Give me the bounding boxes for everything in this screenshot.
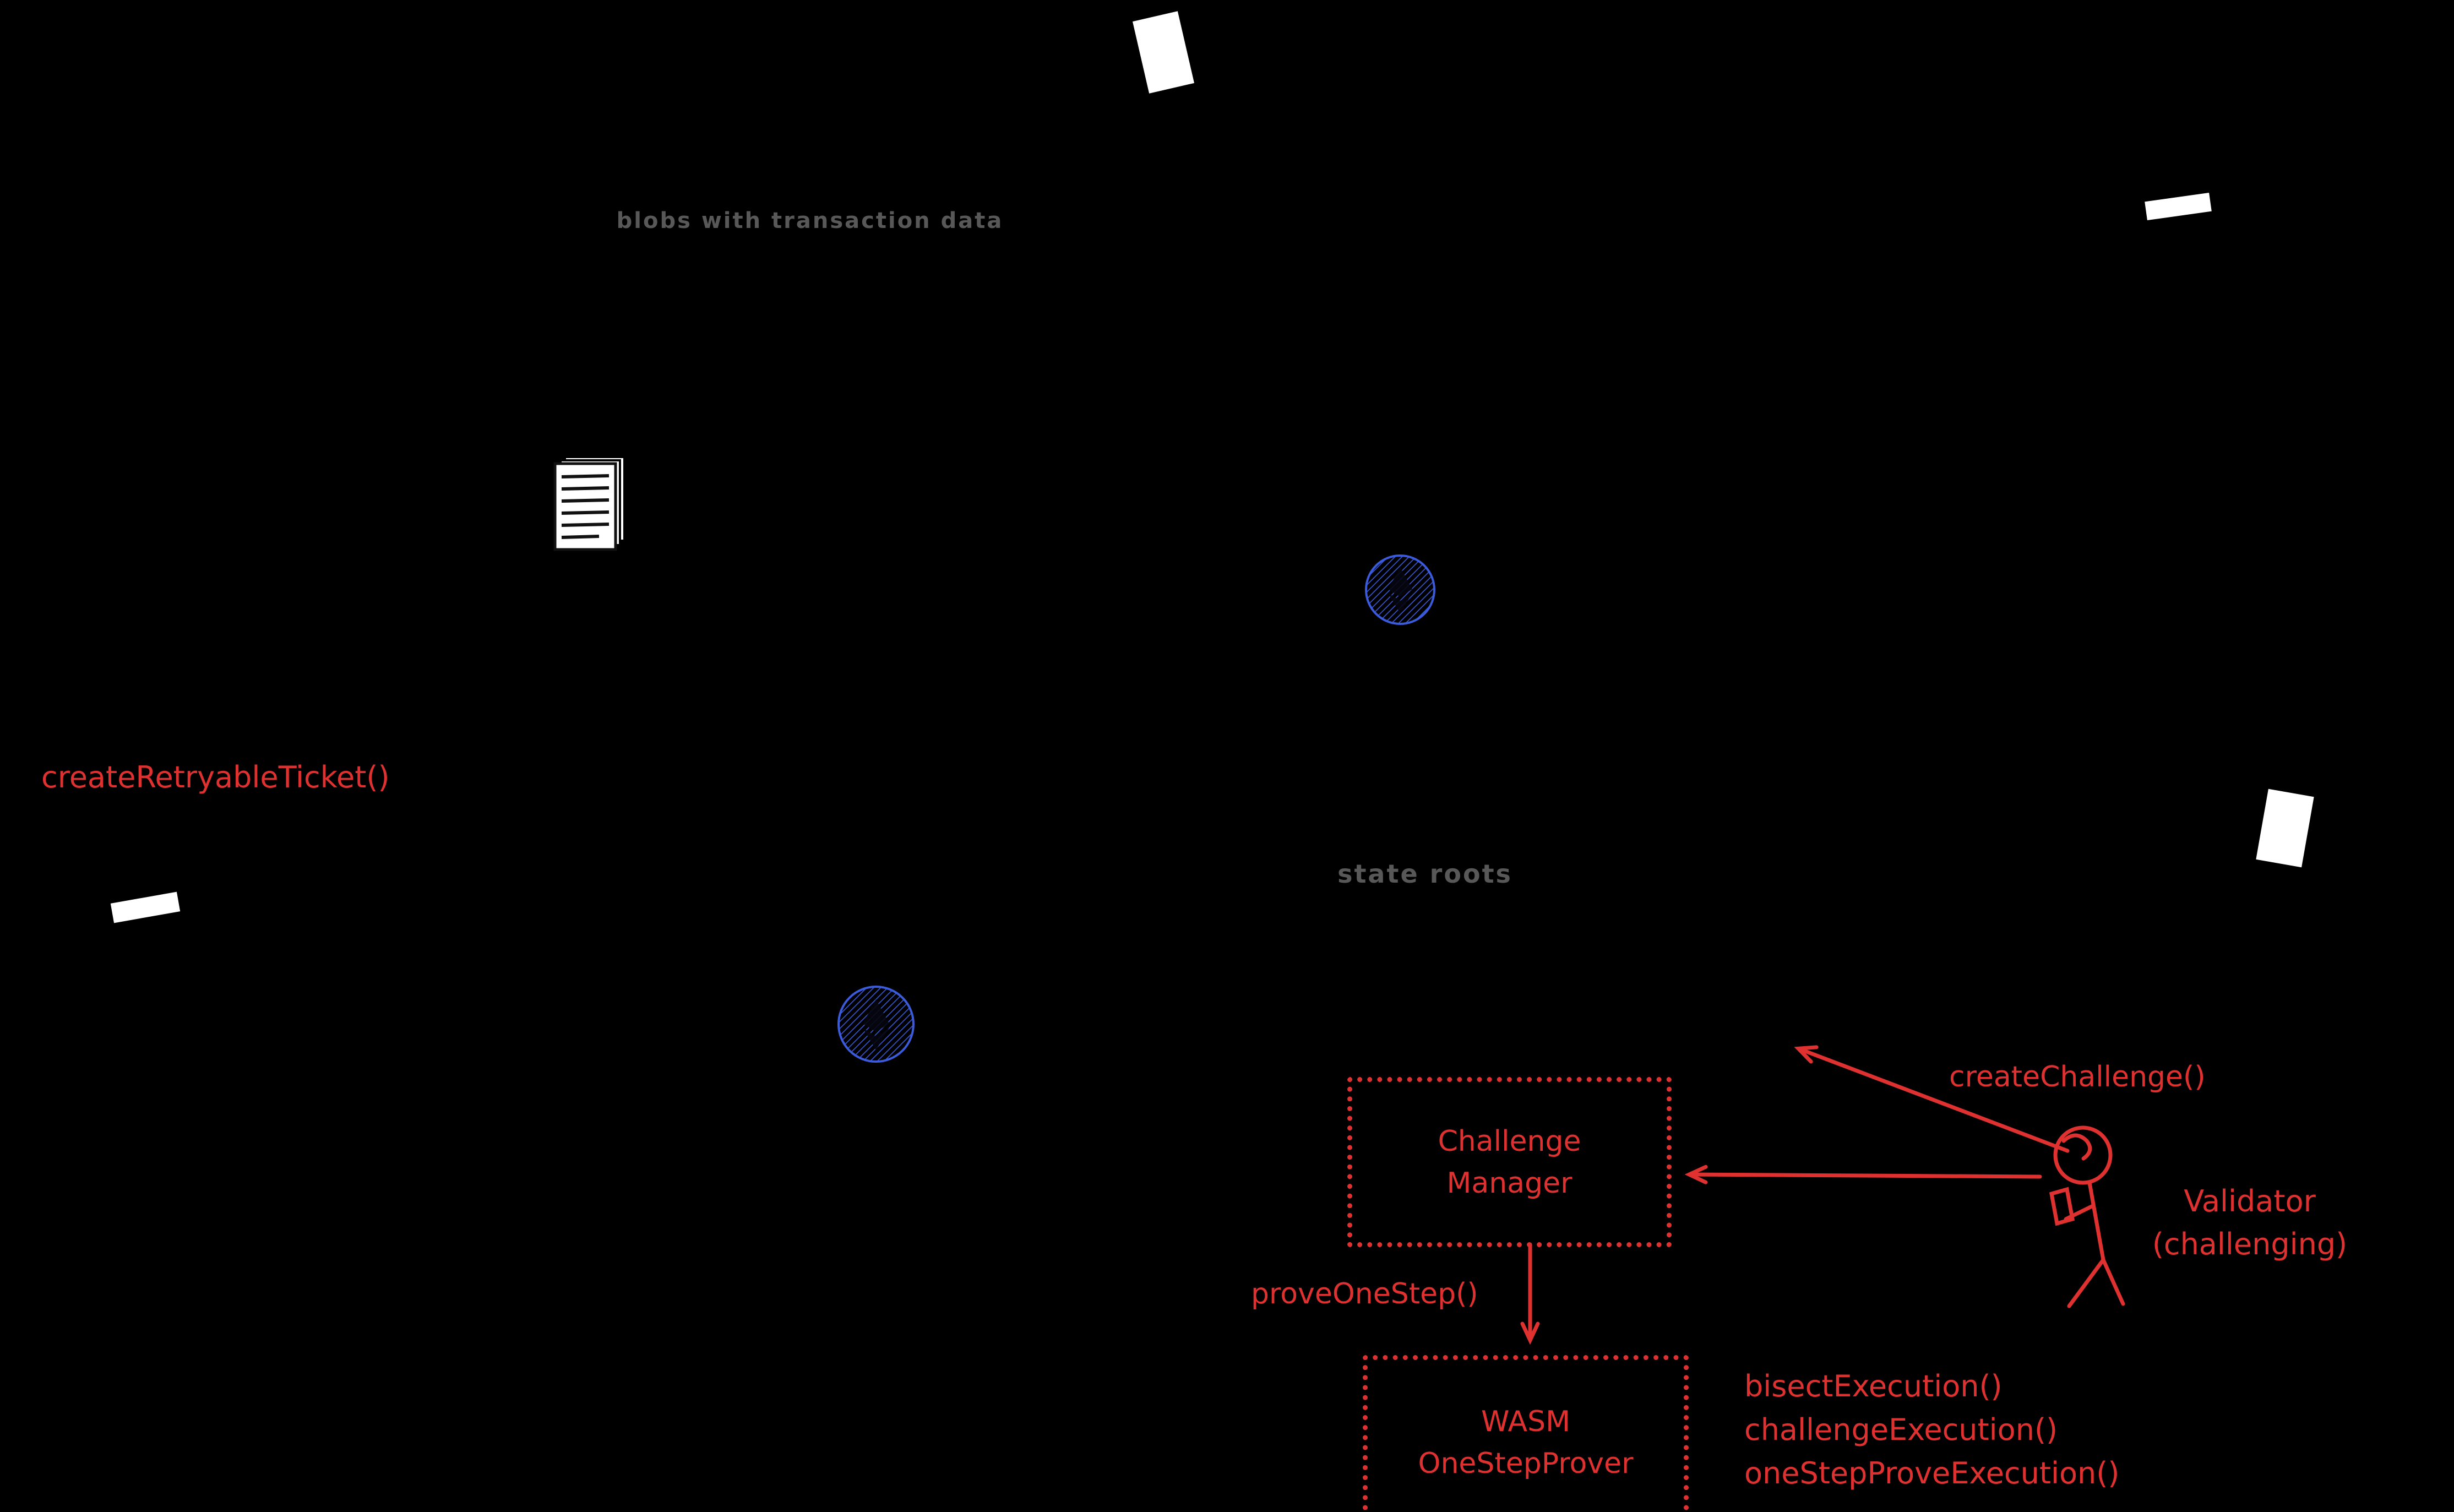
challenge-manager-label-line1: Challenge <box>1438 1124 1581 1158</box>
method-one-step-prove-execution: oneStepProveExecution() <box>1744 1456 2120 1491</box>
blobs-label: blobs with transaction data <box>616 208 1004 233</box>
document-icon <box>551 455 631 553</box>
stick-figure-icon <box>2049 1125 2125 1308</box>
method-challenge-execution: challengeExecution() <box>1744 1412 2058 1447</box>
challenge-methods-list: bisectExecution() challengeExecution() o… <box>1744 1364 2119 1495</box>
challenge-manager-arrow <box>1690 1174 2042 1177</box>
challenge-manager-label-line2: Manager <box>1446 1166 1572 1200</box>
create-challenge-arrow <box>1799 1049 2070 1153</box>
wasm-label-line1: WASM <box>1481 1405 1571 1438</box>
validator-role-label: (challenging) <box>2152 1227 2348 1261</box>
wasm-one-step-prover-box: WASM OneStepProver <box>1363 1355 1689 1512</box>
prove-one-step-label: proveOneStep() <box>1251 1277 1478 1310</box>
eth-coin-icon-upper <box>1363 553 1437 627</box>
method-bisect-execution: bisectExecution() <box>1744 1369 2003 1404</box>
challenge-manager-box: Challenge Manager <box>1347 1077 1672 1247</box>
state-roots-label: state roots <box>1337 859 1512 889</box>
create-challenge-label: createChallenge() <box>1949 1060 2206 1094</box>
wasm-label-line2: OneStepProver <box>1418 1447 1634 1480</box>
eth-coin-icon-lower <box>835 983 917 1065</box>
create-retryable-ticket-label: createRetryableTicket() <box>41 760 390 795</box>
validator-name-label: Validator <box>2184 1184 2316 1219</box>
